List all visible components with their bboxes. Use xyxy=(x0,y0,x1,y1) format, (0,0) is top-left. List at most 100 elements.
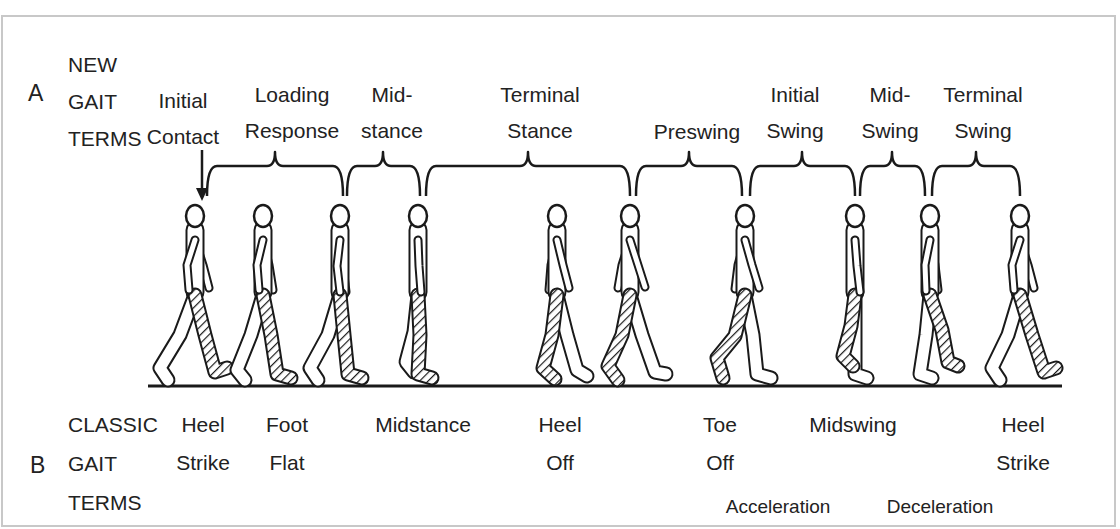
phase-bracket xyxy=(347,152,420,196)
phase-bracket xyxy=(207,152,343,196)
arm-outline xyxy=(745,240,759,288)
head xyxy=(254,205,272,227)
torso-outline xyxy=(846,230,865,292)
hatched-leg xyxy=(418,295,432,378)
leg-outline xyxy=(263,295,291,378)
hatched-leg xyxy=(340,295,362,378)
arm-outline xyxy=(557,240,569,288)
arm xyxy=(257,240,263,290)
hatched-leg xyxy=(608,295,630,380)
arm xyxy=(187,240,195,290)
leg-outline xyxy=(340,295,362,378)
arm xyxy=(337,240,340,292)
ground-line xyxy=(148,385,1062,388)
walking-figure xyxy=(543,205,587,379)
leg-outline xyxy=(608,295,630,380)
torso-outline xyxy=(1011,230,1030,292)
torso-outline xyxy=(921,230,940,292)
torso xyxy=(411,230,426,292)
arm-outline xyxy=(337,240,340,292)
leg-outline xyxy=(160,295,195,380)
hatched-leg xyxy=(543,295,557,379)
torso xyxy=(333,230,348,292)
leg-outline xyxy=(630,295,666,374)
arm xyxy=(745,240,759,288)
panel-letter: B xyxy=(30,452,60,478)
pointer-arrow xyxy=(201,150,204,190)
frame xyxy=(2,16,1115,526)
leg xyxy=(160,295,195,380)
arrow-head xyxy=(196,188,208,201)
phase-bracket xyxy=(750,152,855,196)
walking-figure xyxy=(310,205,362,380)
phase-label: Mid- stance xyxy=(356,77,428,149)
head xyxy=(736,205,754,227)
phase-label: Initial Contact xyxy=(137,83,229,155)
walking-figure xyxy=(237,205,291,380)
walking-figure xyxy=(843,205,867,378)
row-heading: NEW GAIT TERMS xyxy=(68,46,150,157)
torso xyxy=(256,230,271,292)
torso-outline xyxy=(254,230,273,292)
leg-outline xyxy=(543,295,557,379)
arm-outline xyxy=(1012,240,1020,290)
arm-outline xyxy=(925,240,930,291)
swing-subphase: Deceleration xyxy=(865,494,1015,520)
arm-outline xyxy=(257,240,263,290)
leg-outline xyxy=(992,295,1020,380)
hatched-leg xyxy=(930,295,958,366)
leg-outline xyxy=(930,295,958,366)
walking-figure xyxy=(160,205,227,380)
walking-figure xyxy=(920,205,958,378)
swing-subphase: Acceleration xyxy=(703,494,853,520)
torso-outline xyxy=(186,230,205,292)
head xyxy=(331,205,349,227)
walking-figure xyxy=(717,205,771,378)
torso-outline xyxy=(331,230,350,292)
leg-outline xyxy=(195,295,227,372)
event-label: Toe Off xyxy=(691,406,749,482)
phase-bracket xyxy=(932,152,1020,196)
torso xyxy=(848,230,863,292)
panel-letter: A xyxy=(28,80,58,106)
head xyxy=(621,205,639,227)
phase-bracket xyxy=(860,152,925,196)
walking-figure xyxy=(406,205,432,378)
head xyxy=(186,205,204,227)
phase-label: Mid- Swing xyxy=(854,77,926,149)
torso xyxy=(1013,230,1028,292)
arm-outline xyxy=(630,240,645,287)
leg xyxy=(630,295,666,374)
hatched-leg xyxy=(1020,295,1056,372)
head xyxy=(409,205,427,227)
leg-outline xyxy=(1020,295,1056,372)
phase-label: Loading Response xyxy=(239,77,345,149)
hatched-leg xyxy=(843,295,855,366)
phase-label: Terminal Stance xyxy=(492,77,588,149)
event-label: Heel Off xyxy=(531,406,589,482)
torso-outline xyxy=(409,230,428,292)
phase-bracket xyxy=(426,152,630,196)
phase-label: Terminal Swing xyxy=(935,77,1031,149)
event-label: Heel Strike xyxy=(167,406,239,482)
event-label: Midswing xyxy=(793,406,913,444)
event-label: Midstance xyxy=(363,406,483,444)
row-heading: CLASSIC GAIT TERMS xyxy=(68,405,163,522)
arm xyxy=(557,240,569,288)
arm xyxy=(630,240,645,287)
arm-outline xyxy=(855,240,860,292)
head xyxy=(1011,205,1029,227)
torso xyxy=(923,230,938,292)
arm xyxy=(925,240,930,291)
head xyxy=(548,205,566,227)
walking-figure xyxy=(608,205,666,380)
leg xyxy=(992,295,1020,380)
leg-outline xyxy=(843,295,855,366)
leg-outline xyxy=(418,295,432,378)
arm-outline xyxy=(418,240,421,292)
phase-label: Preswing xyxy=(642,114,752,150)
arm xyxy=(855,240,860,292)
hatched-leg xyxy=(717,295,745,378)
walking-figure xyxy=(992,205,1056,380)
